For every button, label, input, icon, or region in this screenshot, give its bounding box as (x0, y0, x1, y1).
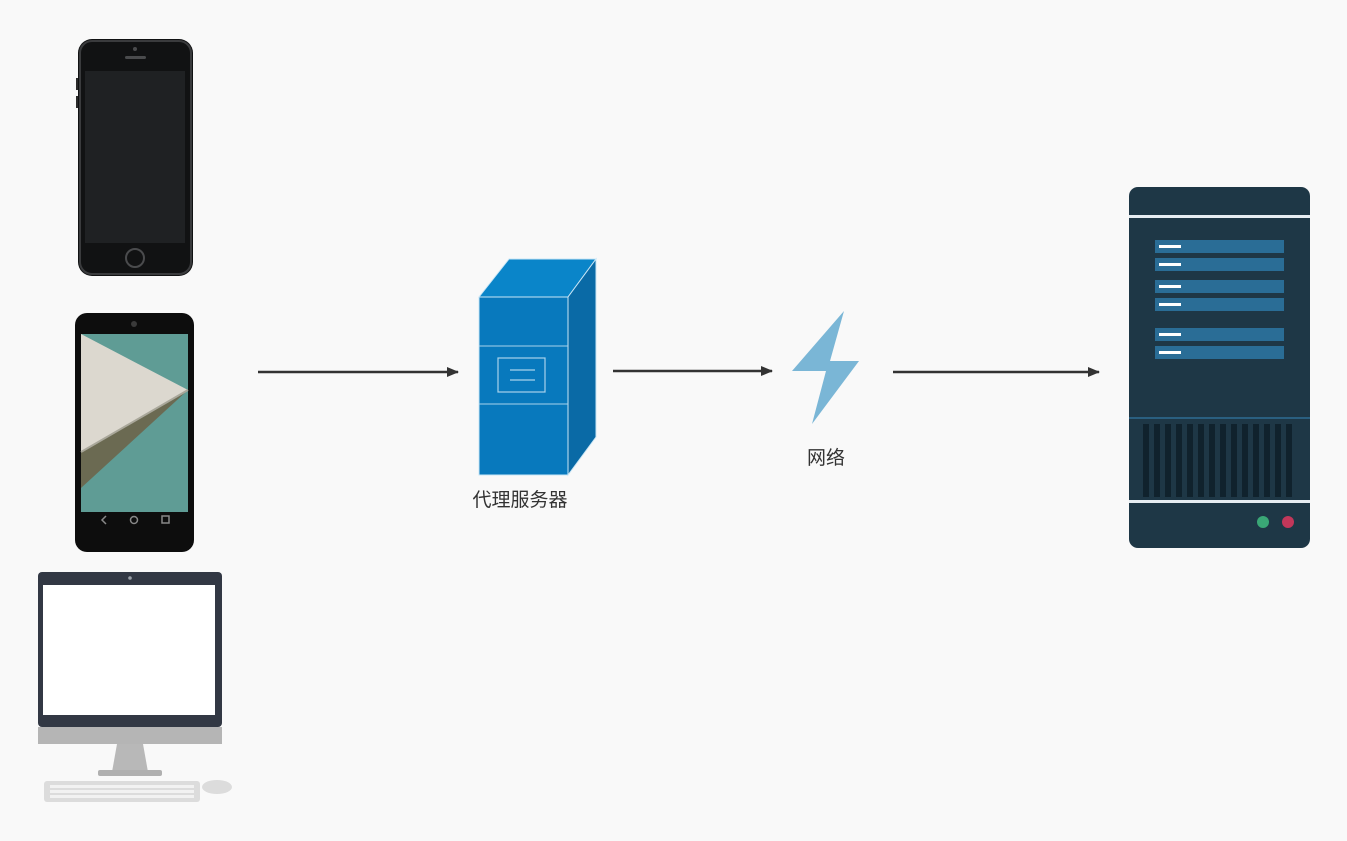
android-phone-icon (75, 313, 194, 552)
server-icon (1129, 187, 1310, 548)
lightning-icon (792, 311, 859, 424)
network-label: 网络 (807, 447, 845, 469)
desktop-computer-icon (38, 572, 232, 802)
iphone-icon (76, 39, 193, 276)
proxy-server-icon (477, 257, 597, 477)
proxy-server-label: 代理服务器 (472, 489, 567, 511)
